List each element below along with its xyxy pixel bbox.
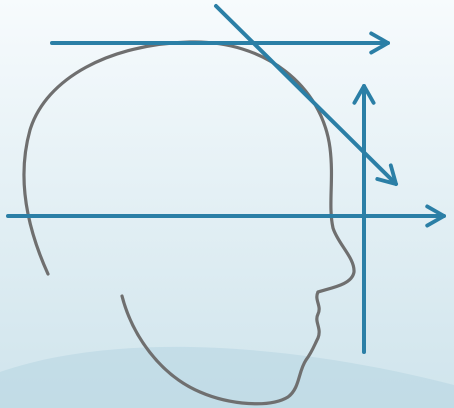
diagram-canvas: [0, 0, 454, 408]
head-profile-reference-lines-diagram: [0, 0, 454, 408]
background: [0, 0, 454, 408]
